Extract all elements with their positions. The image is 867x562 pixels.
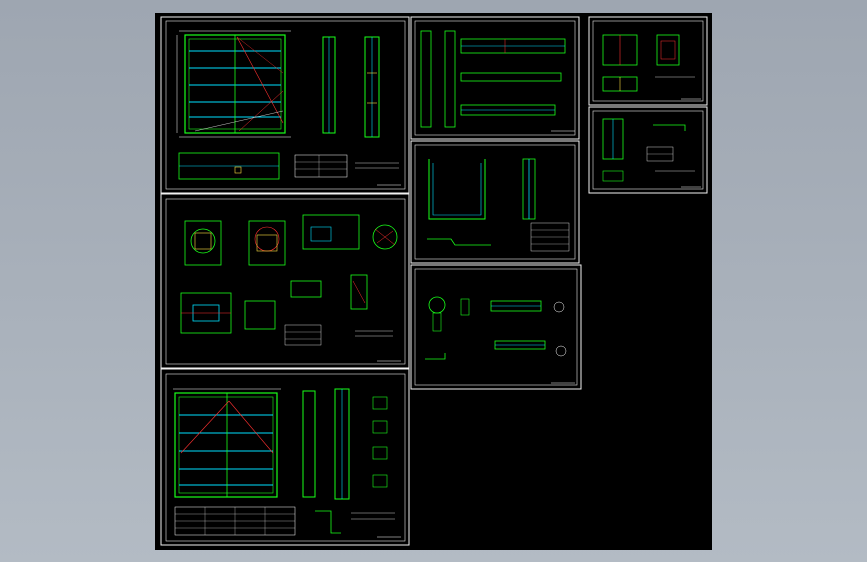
sheet-side-beam-details[interactable] bbox=[410, 16, 580, 140]
gate-side-profiles bbox=[322, 36, 380, 138]
sheet-small-part-b[interactable] bbox=[588, 106, 708, 194]
gate-b-side-profiles bbox=[302, 388, 388, 500]
cad-model-viewport[interactable] bbox=[155, 13, 712, 550]
node-detail-views bbox=[425, 296, 575, 384]
small-part-a-views bbox=[602, 34, 701, 100]
section-profile-views bbox=[427, 158, 570, 252]
sheet-small-part-a[interactable] bbox=[588, 16, 708, 106]
gate-bottom-beam-and-table bbox=[178, 152, 401, 186]
cad-drawing-canvas[interactable] bbox=[155, 13, 712, 550]
small-part-b-views bbox=[602, 118, 701, 188]
sheet-gate-elevation-a[interactable] bbox=[160, 16, 410, 194]
side-beam-views bbox=[420, 30, 575, 132]
gate-b-parts-table bbox=[174, 506, 401, 538]
sheet-embedded-parts-a[interactable] bbox=[160, 193, 410, 369]
gate-frame-drawing bbox=[176, 30, 291, 138]
sheet-section-profiles[interactable] bbox=[410, 140, 580, 264]
sheet-node-details[interactable] bbox=[410, 264, 582, 390]
sheet-gate-elevation-b[interactable] bbox=[160, 368, 410, 546]
embedded-part-views bbox=[180, 214, 401, 362]
gate-b-frame-drawing bbox=[173, 388, 281, 498]
